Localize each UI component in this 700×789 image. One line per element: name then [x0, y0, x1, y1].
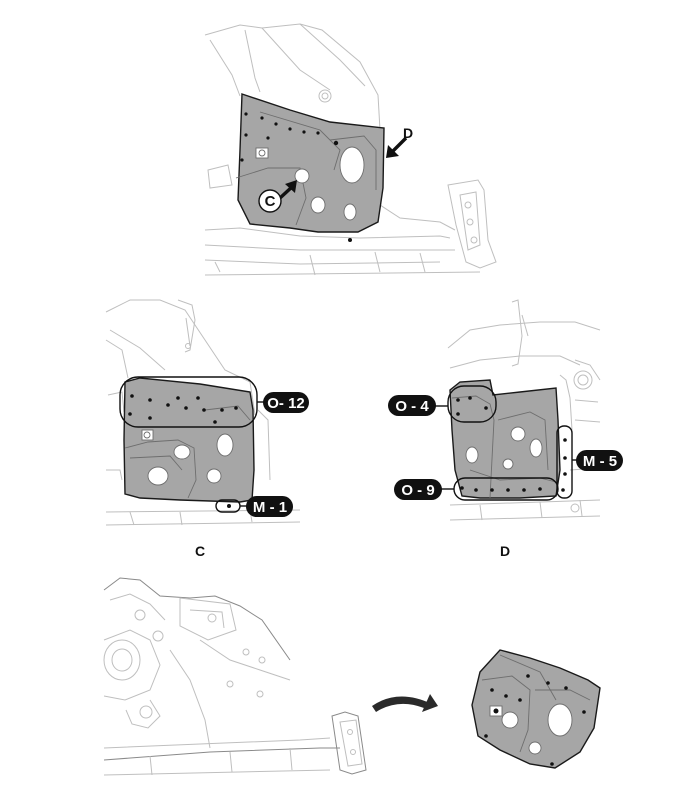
tag-o4: O - 4 [395, 398, 429, 415]
view-c-panel [123, 377, 255, 508]
view-marker-d: D [403, 125, 413, 141]
top-panel [235, 93, 385, 242]
tag-o9-badge [394, 479, 442, 500]
tag-o4-badge [388, 395, 436, 416]
view-marker-c-circle [258, 189, 282, 213]
view-marker-c: C [265, 193, 276, 210]
view-d-body-outline [447, 299, 601, 521]
view-arrow-d: D [386, 125, 413, 158]
tag-m5-badge [576, 450, 623, 471]
tag-o9: O - 9 [401, 482, 434, 499]
callout-o4-region [447, 385, 497, 423]
removed-panel [471, 649, 601, 769]
top-body-outline [204, 23, 497, 276]
tag-o12-badge [263, 392, 309, 413]
tag-m5: M - 5 [583, 453, 617, 470]
tag-m1-badge [246, 496, 293, 517]
removal-arrow-icon [372, 696, 432, 712]
bottom-view [103, 577, 601, 776]
detail-view-c: O- 12 M - 1 C [105, 299, 309, 559]
view-d-panel [449, 379, 567, 499]
tag-o12: O- 12 [267, 395, 305, 412]
top-view: D C [204, 23, 497, 276]
caption-c: C [195, 543, 205, 559]
detail-view-d: O - 4 M - 5 O - 9 D [388, 299, 623, 559]
caption-d: D [500, 543, 510, 559]
callout-m5-region [556, 425, 573, 499]
view-arrow-c: C [258, 180, 297, 213]
tag-m1: M - 1 [253, 499, 287, 516]
bottom-body-outline [103, 577, 367, 776]
